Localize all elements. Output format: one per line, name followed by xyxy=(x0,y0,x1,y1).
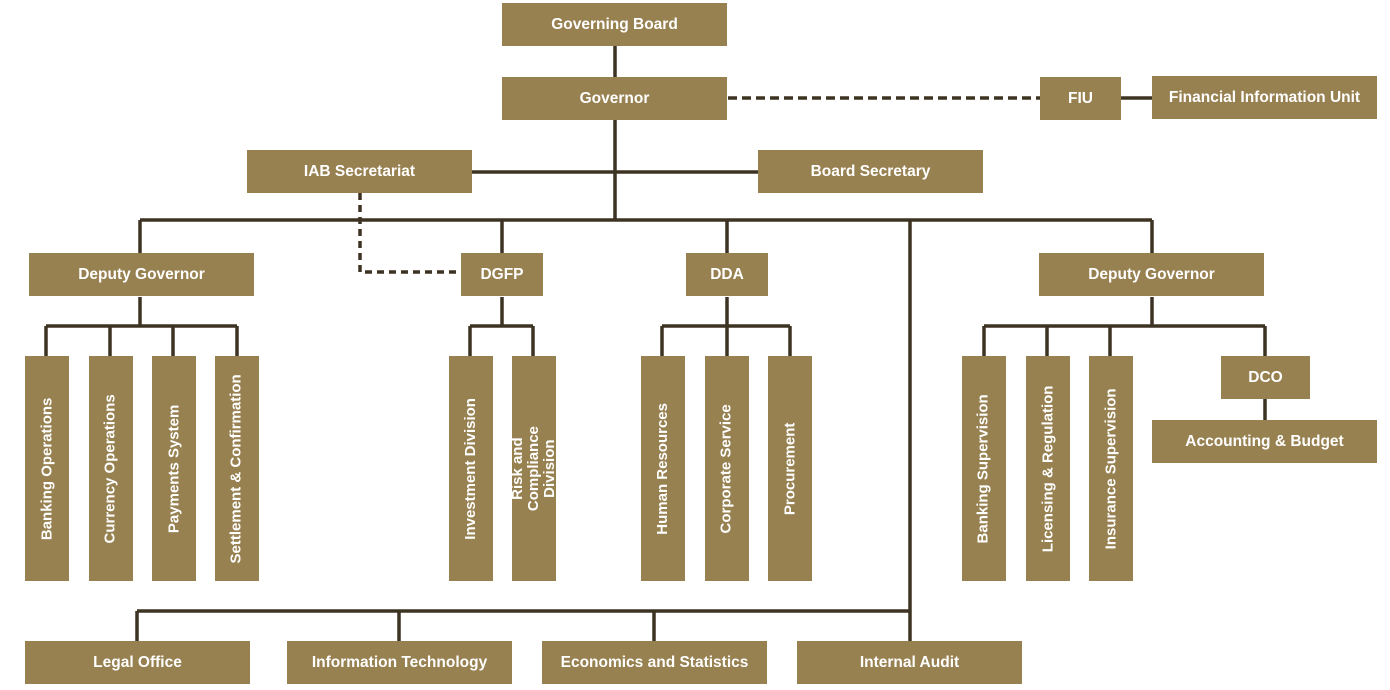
unit-label: Banking Supervision xyxy=(975,393,993,544)
deputy-governor-right-box[interactable]: Deputy Governor xyxy=(1039,253,1264,296)
unit-label: Currency Operations xyxy=(102,393,120,544)
information-technology-box[interactable]: Information Technology xyxy=(287,641,512,684)
accounting-budget-box[interactable]: Accounting & Budget xyxy=(1152,420,1377,463)
governor-box[interactable]: Governor xyxy=(502,77,727,120)
economics-statistics-box[interactable]: Economics and Statistics xyxy=(542,641,767,684)
dgfp-box[interactable]: DGFP xyxy=(461,253,543,296)
financial-information-unit-box[interactable]: Financial Information Unit xyxy=(1152,76,1377,119)
unit-label: Settlement & Confirmation xyxy=(228,373,246,564)
governing-board-box[interactable]: Governing Board xyxy=(502,3,727,46)
unit-payments-system[interactable]: Payments System xyxy=(152,356,196,581)
iab-secretariat-box[interactable]: IAB Secretariat xyxy=(247,150,472,193)
dco-box[interactable]: DCO xyxy=(1221,356,1310,399)
unit-banking-operations[interactable]: Banking Operations xyxy=(25,356,69,581)
unit-label: Insurance Supervision xyxy=(1102,388,1120,549)
unit-label: Human Resources xyxy=(654,402,672,535)
unit-label: Banking Operations xyxy=(38,397,56,540)
unit-investment-division[interactable]: Investment Division xyxy=(449,356,493,581)
fiu-box[interactable]: FIU xyxy=(1040,77,1121,120)
unit-licensing-regulation[interactable]: Licensing & Regulation xyxy=(1026,356,1070,581)
unit-human-resources[interactable]: Human Resources xyxy=(641,356,685,581)
unit-label: Licensing & Regulation xyxy=(1039,385,1057,552)
unit-settlement-confirmation[interactable]: Settlement & Confirmation xyxy=(215,356,259,581)
unit-label: Risk and Compliance Division xyxy=(509,425,558,512)
unit-corporate-service[interactable]: Corporate Service xyxy=(705,356,749,581)
unit-banking-supervision[interactable]: Banking Supervision xyxy=(962,356,1006,581)
unit-risk-compliance-division[interactable]: Risk and Compliance Division xyxy=(509,356,558,581)
unit-insurance-supervision[interactable]: Insurance Supervision xyxy=(1089,356,1133,581)
unit-label: Procurement xyxy=(781,422,799,515)
internal-audit-box[interactable]: Internal Audit xyxy=(797,641,1022,684)
board-secretary-box[interactable]: Board Secretary xyxy=(758,150,983,193)
dda-box[interactable]: DDA xyxy=(686,253,768,296)
deputy-governor-left-box[interactable]: Deputy Governor xyxy=(29,253,254,296)
unit-label: Payments System xyxy=(165,404,183,533)
unit-procurement[interactable]: Procurement xyxy=(768,356,812,581)
unit-label: Corporate Service xyxy=(718,403,736,534)
unit-currency-operations[interactable]: Currency Operations xyxy=(89,356,133,581)
unit-label: Investment Division xyxy=(462,397,480,540)
legal-office-box[interactable]: Legal Office xyxy=(25,641,250,684)
